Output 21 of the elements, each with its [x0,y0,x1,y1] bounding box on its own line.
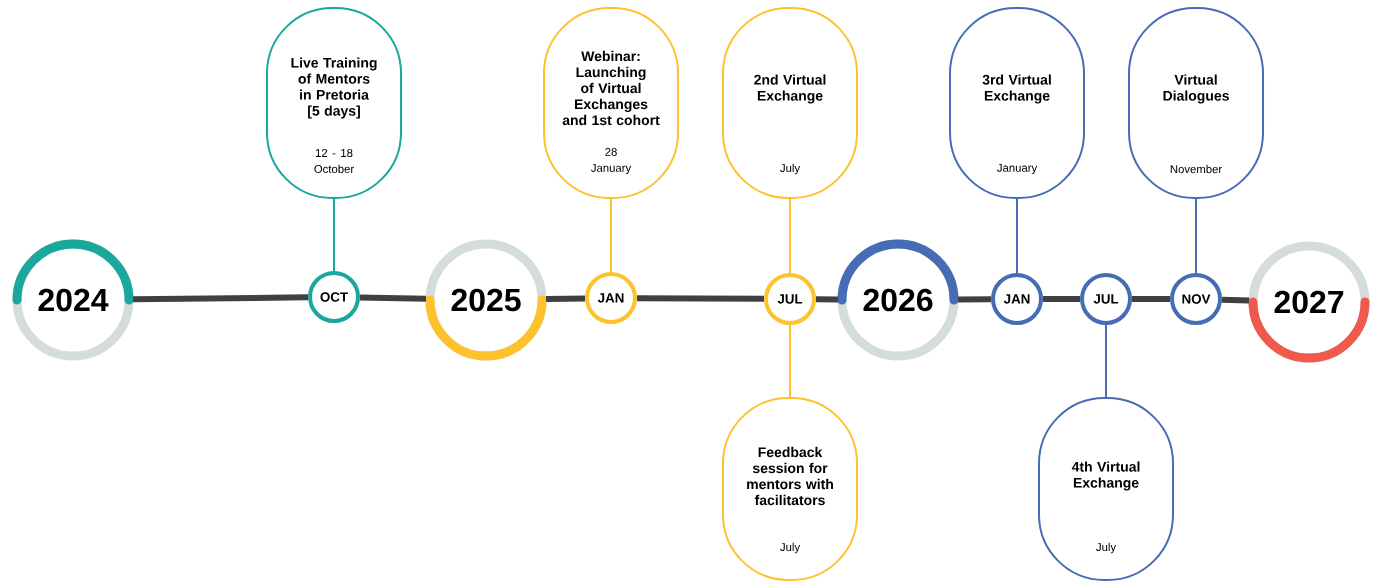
event-pill: 2nd Virtual Exchange July [722,7,858,199]
timeline-segment [545,295,586,303]
leader-line [789,198,791,274]
event-pill: Feedback session for mentors with facilitators July [722,397,858,581]
leader-line [333,198,335,272]
event-pill: 3rd Virtual Exchange January [949,7,1085,199]
leader-line [1195,198,1197,274]
event-pill: Live Training of Mentors in Pretoria [5 days] 12 - 18 October [266,7,402,199]
leader-line [610,198,612,273]
timeline-segment [1221,296,1250,304]
timeline-segment [958,296,992,303]
timeline-segment [637,295,765,302]
event-pill: Webinar: Launching of Virtual Exchanges and 1st cohort 28 January [543,7,679,199]
leader-line [1105,324,1107,398]
timeline-segment [359,294,427,302]
leader-line [789,324,791,398]
event-pill: Virtual Dialogues November [1128,7,1264,199]
event-pill: 4th Virtual Exchange July [1038,397,1174,581]
timeline-segment [132,294,309,303]
timeline-segment [816,296,839,303]
leader-line [1016,198,1018,274]
